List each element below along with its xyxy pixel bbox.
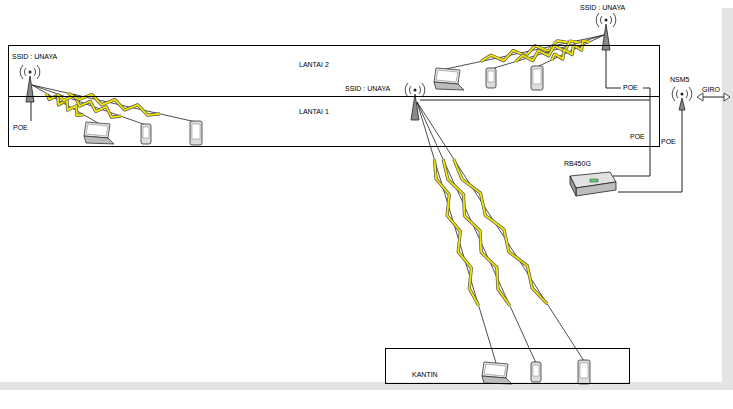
- antenna-device: NSM5: [668, 76, 696, 120]
- tablet: [531, 66, 543, 90]
- lightning-outline: [454, 159, 548, 304]
- node-title: KANTIN: [412, 371, 438, 379]
- lightning-outline: [552, 41, 590, 60]
- node-title: RB450G: [564, 160, 591, 168]
- phone: [486, 68, 496, 88]
- wireless-line: [32, 85, 98, 123]
- router-symbol: [570, 172, 616, 196]
- wireless-line: [491, 35, 604, 69]
- room-box: KANTIN: [385, 348, 630, 384]
- cable-line: [618, 120, 682, 192]
- wireless-line: [417, 102, 536, 363]
- node-title: LANTAI 1: [299, 108, 329, 116]
- lightning-outline: [57, 94, 121, 117]
- router-device: RB450G: [564, 160, 618, 198]
- wireless-line: [537, 35, 604, 67]
- outdoor-antenna-symbol: [672, 87, 692, 120]
- text-label: POE: [623, 84, 638, 92]
- tablet: [578, 360, 590, 384]
- link-arrow: [697, 93, 730, 101]
- text-label: SSID : UNAYA: [345, 85, 390, 93]
- poe-cable: [613, 88, 650, 176]
- text-label: SSID : UNAYA: [12, 53, 57, 61]
- cable-connector: [618, 120, 682, 192]
- text-label: POE: [630, 133, 645, 141]
- laptop: [482, 362, 512, 384]
- wireless-line: [417, 102, 584, 361]
- wireless-line: [446, 35, 604, 69]
- lightning-bolt: [552, 41, 590, 60]
- node-title: NSM5: [670, 76, 689, 84]
- lightning-bolt: [443, 159, 510, 305]
- wireless-line: [32, 85, 146, 125]
- tablet: [190, 121, 202, 145]
- poe-cable: [31, 102, 32, 121]
- node-title: LANTAI 2: [299, 61, 329, 69]
- lightning-outline: [443, 159, 510, 305]
- laptop: [84, 122, 114, 144]
- laptop: [434, 68, 464, 90]
- phone: [141, 124, 151, 144]
- floor-band: LANTAI 1: [8, 97, 660, 147]
- text-label: POE: [13, 124, 28, 132]
- text-label: SSID : UNAYA: [580, 4, 625, 12]
- floor-band: LANTAI 2: [8, 45, 660, 97]
- wall: [722, 8, 733, 386]
- phone: [531, 362, 541, 382]
- lightning-bolt: [434, 159, 478, 305]
- wireless-line: [32, 85, 196, 122]
- poe-cable: [606, 50, 621, 88]
- wireless-line: [417, 102, 496, 363]
- lightning-outline: [434, 159, 478, 305]
- text-label: POE: [661, 138, 676, 146]
- access-point: [405, 83, 425, 120]
- poe-cable: [420, 100, 650, 101]
- wireless-links: [32, 35, 604, 363]
- lightning-bolt: [454, 159, 548, 304]
- lightning-bolt: [57, 94, 121, 117]
- text-label: GIRO: [702, 86, 720, 94]
